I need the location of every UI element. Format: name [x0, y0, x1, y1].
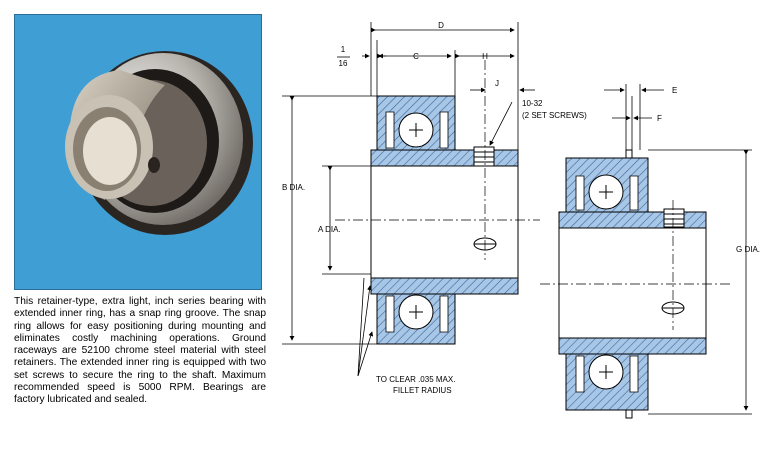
bearing-photo [14, 14, 262, 290]
a-dia-label: A DIA. [318, 225, 341, 234]
left-section-view [370, 95, 519, 345]
fillet-clearance-line2: FILLET RADIUS [393, 386, 452, 395]
fraction-numerator: 1 [341, 45, 346, 54]
dimension-c-label: C [413, 52, 419, 61]
fraction-denominator: 16 [339, 59, 348, 68]
dimension-h-label: H [482, 52, 488, 61]
b-dia-label: B DIA. [282, 183, 305, 192]
dimension-e-label: E [672, 86, 677, 95]
product-description: This retainer-type, extra light, inch se… [14, 296, 266, 406]
set-screw-size-label: 10-32 [522, 99, 543, 108]
right-section-view [558, 149, 707, 419]
dimension-d-label: D [438, 21, 444, 30]
bearing-dimension-drawing: D 1 16 C H J 10-32 (2 SET SCREWS) B DIA.… [282, 21, 760, 419]
dimension-j-label: J [495, 79, 499, 88]
g-dia-label: G DIA. [736, 245, 760, 254]
dimension-f-label: F [657, 114, 662, 123]
fillet-clearance-line1: TO CLEAR .035 MAX. [376, 375, 455, 384]
set-screw-note-label: (2 SET SCREWS) [522, 111, 587, 120]
